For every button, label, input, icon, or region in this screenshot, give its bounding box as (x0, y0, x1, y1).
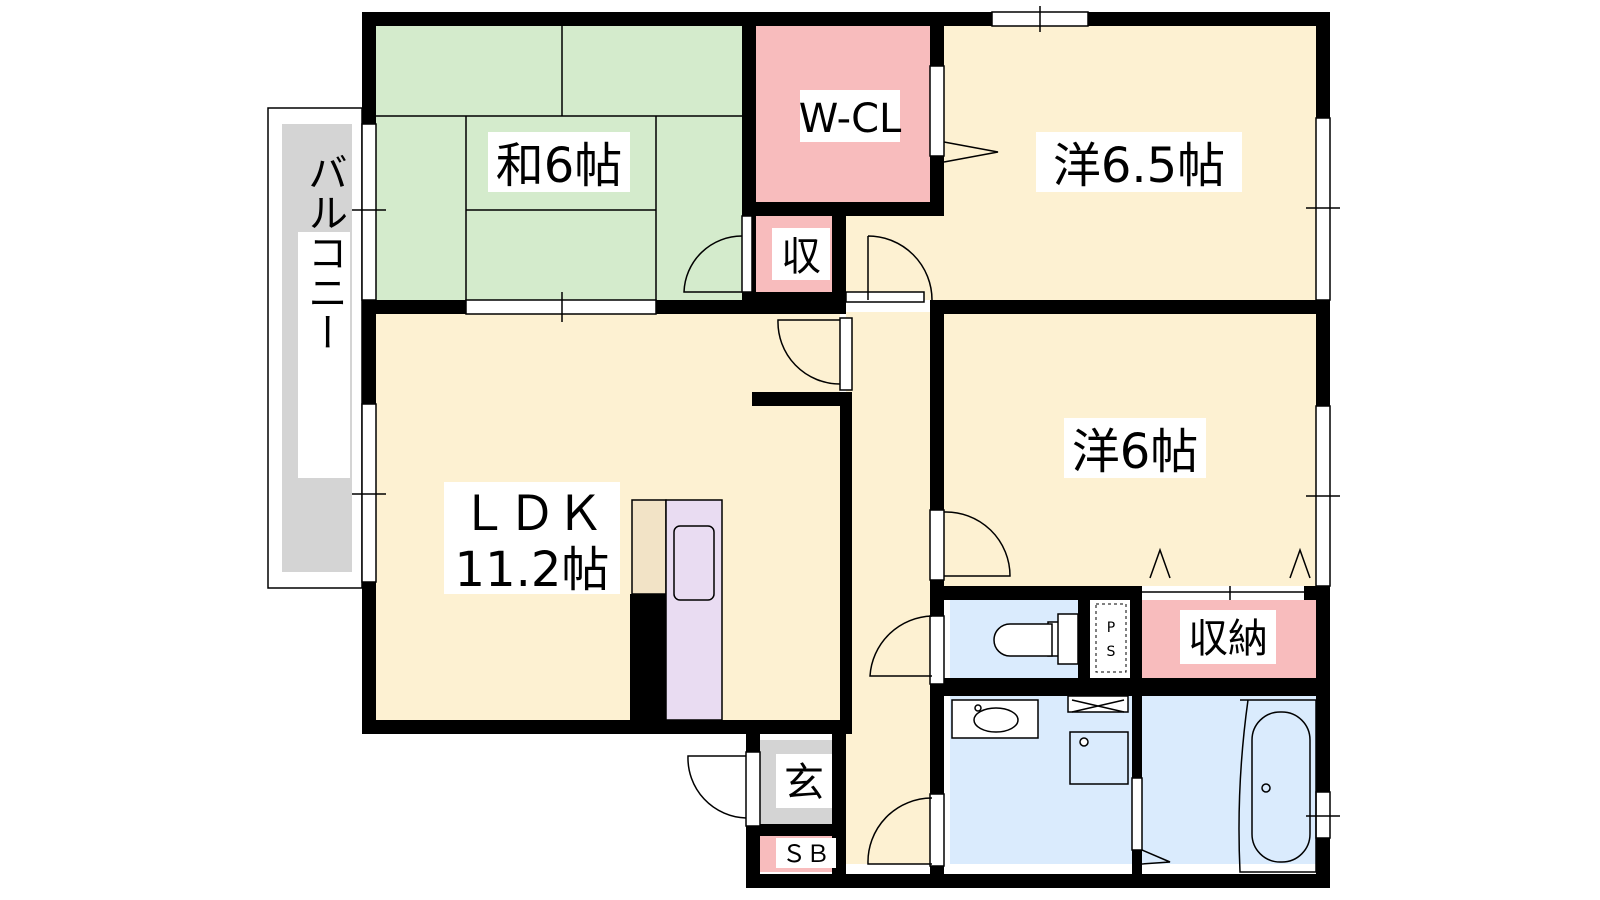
toilet-fixture (993, 613, 1079, 665)
room-label-wcl: W-CL (799, 96, 902, 142)
bath-floor (1142, 696, 1316, 864)
window-ticks (352, 6, 1340, 817)
bathtub (1238, 699, 1317, 873)
washroom-fixtures (951, 695, 1129, 785)
kitchen-sink (673, 525, 715, 601)
ps-label-s: S (1107, 644, 1116, 660)
ps-label-p: P (1107, 620, 1115, 636)
room-label-balcony: バルコニー (301, 152, 347, 352)
room-label-genkan: 玄 (784, 760, 824, 806)
room-label-shuno: 収納 (1188, 616, 1268, 662)
ps-box (1095, 603, 1127, 673)
room-label-shu: 収 (781, 234, 821, 280)
room-label-sb: ＳＢ (782, 840, 830, 868)
kitchen-unit (665, 499, 723, 721)
kitchen-counter (631, 499, 667, 595)
room-label-washitsu: 和6帖 (496, 138, 623, 194)
tatami-lines (374, 26, 742, 306)
doors (683, 65, 1316, 867)
room-label-ldk-size: 11.2帖 (455, 542, 610, 598)
hall-floor (846, 312, 936, 864)
room-label-yo6: 洋6帖 (1072, 424, 1199, 480)
room-label-yo65: 洋6.5帖 (1053, 138, 1225, 194)
label-backgrounds (298, 90, 1276, 868)
room-label-ldk: ＬＤＫ (460, 486, 604, 542)
yo65-entry-floor (846, 216, 944, 300)
